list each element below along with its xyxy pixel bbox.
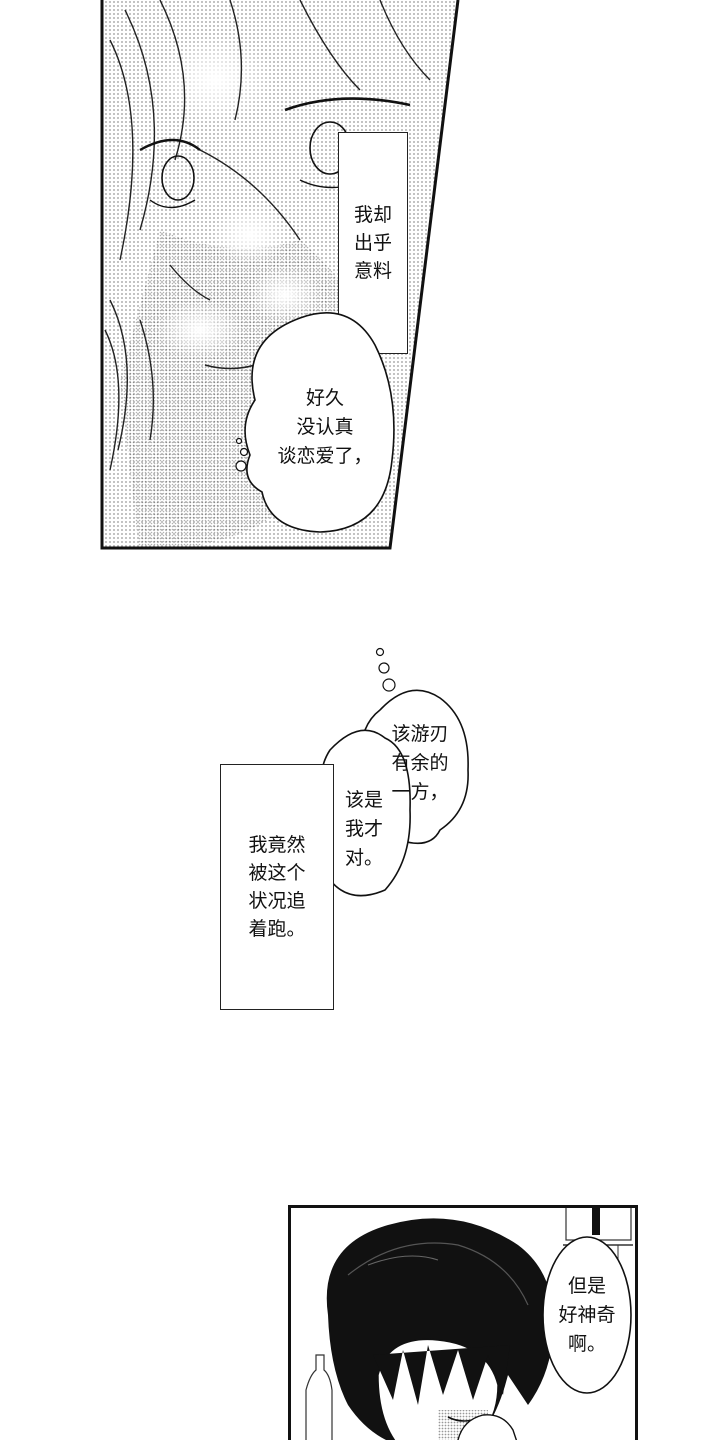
narration-caption-box: 我却 出乎 意料 bbox=[338, 132, 408, 354]
narration-caption-text-2: 我竟然 被这个 状况追 着跑。 bbox=[248, 834, 306, 940]
narration-caption-text: 我却 出乎 意料 bbox=[353, 204, 392, 282]
panel-narration: 该游刃 有余的 一方， 该是 我才 对。 我竟然 被这个 状况追 着跑。 bbox=[0, 600, 720, 1060]
narration-bubbles-art bbox=[318, 647, 469, 897]
speech-bubble-text: 但是 好神奇 啊。 bbox=[558, 1275, 616, 1355]
thought-bubble-text: 好久 没认真 谈恋爱了， bbox=[277, 387, 373, 467]
panel-dark-hair-character: 但是 好神奇 啊。 bbox=[288, 1205, 638, 1440]
thought-bubble-lower-text: 该是 我才 对。 bbox=[344, 789, 383, 869]
thought-bubble-upper-text: 该游刃 有余的 一方， bbox=[391, 723, 449, 803]
panel-face-closeup: 我却 出乎 意料 好久 没认真 谈恋爱了， bbox=[0, 0, 720, 560]
narration-caption-box-2: 我竟然 被这个 状况追 着跑。 bbox=[220, 764, 334, 1010]
